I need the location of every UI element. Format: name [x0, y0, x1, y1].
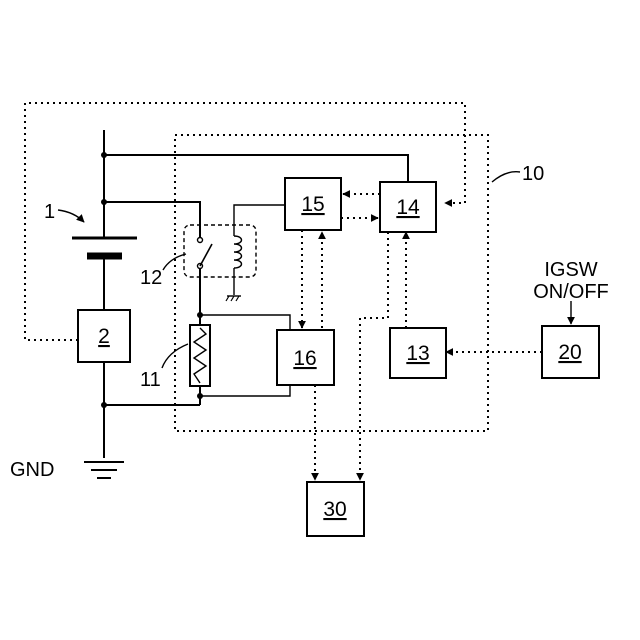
block-13: 13: [390, 328, 446, 378]
svg-text:15: 15: [301, 193, 324, 216]
relay-label: 12: [140, 254, 186, 289]
block-2: 2: [78, 310, 130, 362]
relay-switch-icon: [198, 238, 213, 269]
relay-coil-icon: [226, 236, 242, 301]
resistor-label: 11: [140, 344, 188, 391]
svg-text:16: 16: [293, 347, 316, 370]
block-15: 15: [285, 178, 341, 230]
svg-text:10: 10: [522, 163, 544, 185]
junction-dot: [101, 152, 107, 158]
svg-text:13: 13: [406, 342, 429, 365]
sense-line-high: [200, 315, 290, 330]
junction-dot: [101, 402, 107, 408]
svg-text:14: 14: [396, 196, 420, 219]
ground-icon: [84, 462, 124, 478]
sense-line-low: [200, 385, 290, 396]
block-14: 14: [380, 182, 436, 232]
svg-text:1: 1: [44, 201, 55, 223]
controller-label: 10: [492, 163, 544, 185]
battery-label: 1: [44, 201, 84, 223]
svg-text:30: 30: [323, 498, 346, 521]
svg-text:20: 20: [558, 341, 581, 364]
gnd-label: GND: [10, 459, 54, 481]
block-20: 20: [542, 326, 599, 378]
junction-dot: [101, 199, 107, 205]
coil-feed-line: [234, 205, 285, 236]
svg-text:11: 11: [140, 369, 161, 391]
relay-enclosure: [184, 225, 256, 277]
block-30: 30: [307, 482, 364, 536]
junction-dot: [197, 312, 203, 318]
block-16: 16: [277, 330, 334, 385]
igsw-label: IGSW: [544, 259, 597, 281]
battery-icon: [72, 238, 137, 256]
supply-line-relay: [104, 202, 200, 238]
junction-dot: [197, 393, 203, 399]
svg-text:2: 2: [98, 325, 110, 348]
signal-14-to-30: [360, 232, 388, 480]
svg-text:12: 12: [140, 267, 162, 289]
supply-line-14: [104, 155, 408, 182]
resistor-icon: [190, 325, 210, 386]
igsw-state-label: ON/OFF: [533, 281, 609, 303]
